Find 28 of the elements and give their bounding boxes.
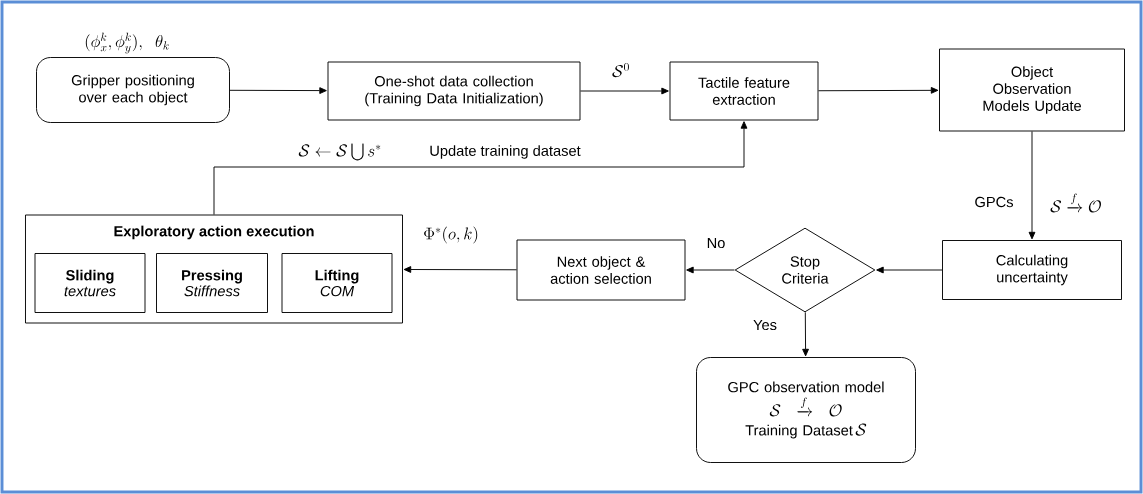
- action-box: Pressing Stiffness: [156, 253, 268, 313]
- arrow: [818, 86, 939, 94]
- edge-label: $\mathcal{S}^0$: [610, 62, 632, 78]
- edge-label: Yes: [751, 318, 779, 332]
- arrow: [876, 266, 943, 274]
- result-box: GPC observation model $\mathcal{S}\xrightarrow{f}\mathcal{O}$ Training Dataset $\mathcal{S}$: [696, 357, 916, 463]
- arrow: [403, 266, 517, 273]
- arrow: [580, 87, 669, 95]
- arrow: [686, 266, 735, 274]
- edge-label: GPCs: [973, 195, 1015, 209]
- process-box: Object Observation Models Update: [939, 48, 1125, 132]
- edge-label: $\Phi^*(o,k)$: [421, 225, 481, 245]
- process-box: Next object & action selection: [516, 239, 686, 301]
- edge-label: Update training dataset: [428, 144, 582, 160]
- action-box: Sliding textures: [34, 253, 146, 313]
- formula-label: $\mathcal{S}\xrightarrow{f}\mathcal{O}$: [1049, 190, 1103, 214]
- arrow: [229, 87, 327, 94]
- edge-label: No: [705, 236, 727, 250]
- action-box: Lifting COM: [281, 253, 393, 313]
- formula-label: $\mathcal{S}\leftarrow\mathcal{S}\bigcup s^*$: [297, 142, 383, 162]
- process-box: Calculating uncertainty: [942, 240, 1122, 300]
- process-box: Gripper positioning over each object: [36, 57, 230, 123]
- arrow: [802, 311, 809, 357]
- formula-label: $(\phi_x^k,\phi_y^k),\ \ \theta_k$: [85, 32, 169, 54]
- arrow: [1028, 131, 1036, 240]
- arrow: [213, 121, 748, 215]
- process-box: One-shot data collection (Training Data Initialization): [327, 61, 581, 121]
- process-box: Tactile feature extraction: [669, 61, 819, 121]
